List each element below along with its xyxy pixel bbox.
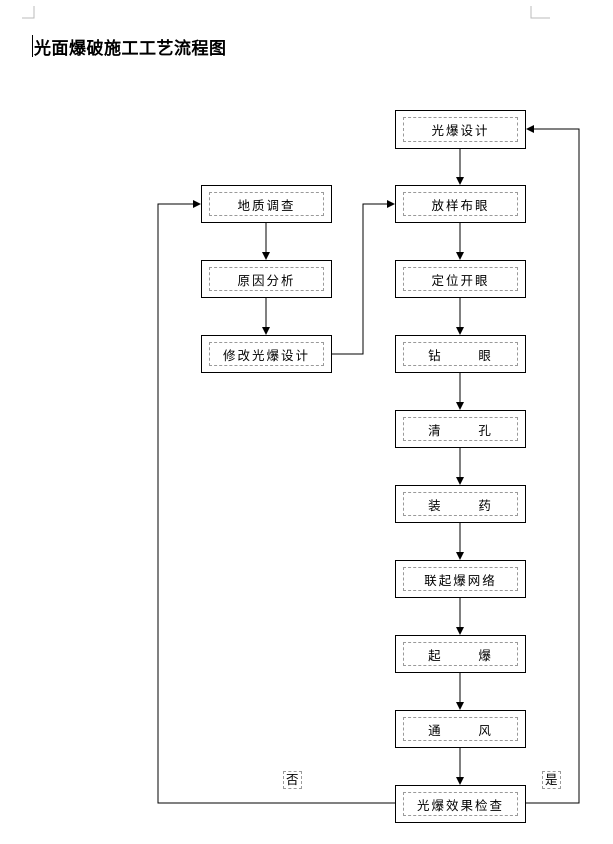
page-corner-left (22, 6, 35, 19)
page-title: 光面爆破施工工艺流程图 (34, 39, 227, 59)
step-layout: 放样布眼 (395, 185, 526, 223)
branch-analysis-label: 原因分析 (209, 267, 324, 291)
step-inspection: 光爆效果检查 (395, 785, 526, 823)
step-layout-label: 放样布眼 (403, 192, 518, 216)
step-positioning: 定位开眼 (395, 260, 526, 298)
step-ventilation-label: 通 风 (403, 717, 518, 741)
arrow-no-loop (157, 200, 395, 804)
step-drilling-label: 钻 眼 (403, 342, 518, 366)
branch-revise: 修改光爆设计 (201, 335, 332, 373)
step-cleaning: 清 孔 (395, 410, 526, 448)
label-yes: 是 (542, 771, 561, 789)
arrow-revise-to-layout (332, 200, 395, 355)
step-charging-label: 装 药 (403, 492, 518, 516)
arrow-yes-loop (526, 125, 580, 804)
text-cursor (32, 35, 33, 57)
step-positioning-label: 定位开眼 (403, 267, 518, 291)
branch-analysis: 原因分析 (201, 260, 332, 298)
step-detonation-label: 起 爆 (403, 642, 518, 666)
step-ventilation: 通 风 (395, 710, 526, 748)
step-network-label: 联起爆网络 (403, 567, 518, 591)
branch-revise-label: 修改光爆设计 (209, 342, 324, 366)
page-corner-right (530, 6, 550, 19)
step-inspection-label: 光爆效果检查 (403, 792, 518, 816)
step-detonation: 起 爆 (395, 635, 526, 673)
step-drilling: 钻 眼 (395, 335, 526, 373)
label-no: 否 (283, 771, 302, 789)
branch-survey-label: 地质调查 (209, 192, 324, 216)
step-cleaning-label: 清 孔 (403, 417, 518, 441)
step-network: 联起爆网络 (395, 560, 526, 598)
step-charging: 装 药 (395, 485, 526, 523)
step-design-label: 光爆设计 (403, 117, 518, 142)
step-design: 光爆设计 (395, 110, 526, 149)
branch-survey: 地质调查 (201, 185, 332, 223)
